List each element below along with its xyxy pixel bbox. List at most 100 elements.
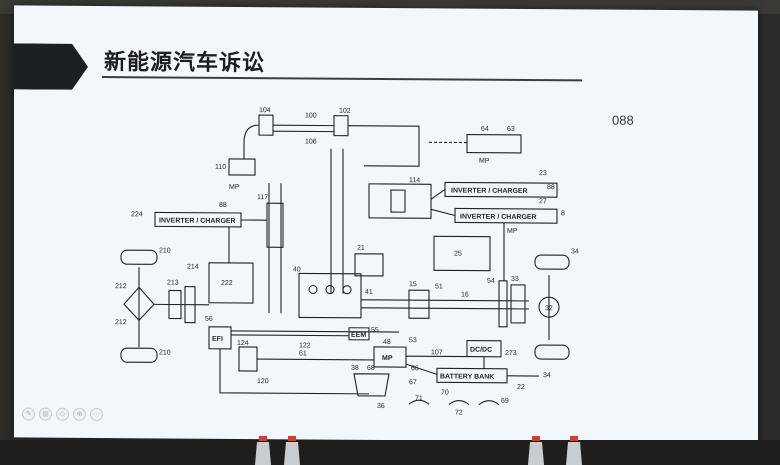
menu-icon[interactable]: ⋯ bbox=[90, 407, 103, 422]
ref-number: 124 bbox=[237, 340, 249, 347]
ref-number: MP bbox=[479, 158, 490, 165]
motor-222-box bbox=[208, 262, 254, 304]
ref-number: 69 bbox=[501, 398, 509, 405]
ref-number: 273 bbox=[505, 350, 517, 357]
differential-32 bbox=[538, 296, 560, 318]
label-efi: EFI bbox=[212, 336, 223, 343]
ref-number: 53 bbox=[409, 337, 417, 344]
patent-schematic-diagram: INVERTER / CHARGER INVERTER / CHARGER IN… bbox=[115, 107, 579, 416]
ref-number: 25 bbox=[454, 250, 462, 257]
ref-number: 63 bbox=[507, 126, 515, 133]
transmission-15 bbox=[408, 289, 430, 319]
ref-number: 102 bbox=[339, 108, 351, 115]
label-inverter-left: INVERTER / CHARGER bbox=[159, 217, 236, 225]
ref-number: 212 bbox=[115, 319, 127, 326]
gear-213 bbox=[168, 289, 182, 320]
ref-number: 122 bbox=[299, 342, 311, 349]
gear-33 bbox=[510, 284, 526, 324]
water-bottle-icon bbox=[566, 436, 582, 465]
ref-number: MP bbox=[229, 184, 240, 191]
ref-number: 33 bbox=[511, 276, 519, 283]
ref-number: 8 bbox=[561, 210, 565, 217]
tank-36 bbox=[353, 373, 390, 397]
ref-number: 32 bbox=[545, 305, 553, 312]
highlighter-icon[interactable]: ▤ bbox=[39, 407, 52, 421]
component-124 bbox=[238, 346, 258, 372]
wheel-210-bottom bbox=[120, 347, 158, 363]
title-underline bbox=[102, 76, 582, 82]
ref-number: 27 bbox=[539, 198, 547, 205]
ref-number: 36 bbox=[377, 403, 385, 410]
ref-number: 21 bbox=[357, 245, 365, 252]
label-dc-dc: DC/DC bbox=[470, 347, 492, 354]
ref-number: 210 bbox=[159, 349, 171, 356]
ref-number: 214 bbox=[187, 264, 199, 271]
water-bottle-icon bbox=[284, 436, 300, 465]
ref-number: 100 bbox=[305, 112, 317, 119]
ref-number: 56 bbox=[205, 316, 213, 323]
ref-number: 88 bbox=[547, 184, 555, 191]
eraser-icon[interactable]: ◇ bbox=[56, 407, 69, 421]
motor-21-box bbox=[354, 253, 384, 277]
room-background-bottom bbox=[0, 440, 780, 465]
ref-number: 114 bbox=[409, 177, 420, 184]
presentation-slide: 新能源汽车诉讼 088 bbox=[14, 5, 758, 443]
valve-assembly-114 bbox=[368, 183, 432, 219]
ref-number: 71 bbox=[415, 395, 423, 402]
wheel-210-top bbox=[120, 249, 158, 265]
ref-number: 213 bbox=[167, 279, 179, 286]
ref-number: 22 bbox=[517, 384, 525, 391]
ref-number: 222 bbox=[221, 280, 233, 287]
wheel-34-top bbox=[534, 254, 570, 270]
ref-number: 23 bbox=[539, 170, 547, 177]
ref-number: 55 bbox=[371, 327, 379, 334]
ref-number: 54 bbox=[487, 278, 495, 285]
turbo-compressor-wheel bbox=[258, 114, 274, 136]
ref-number: 67 bbox=[409, 379, 417, 386]
label-eem: EEM bbox=[351, 332, 366, 339]
slide-annotation-toolbar: ✎ ▤ ◇ ⊕ ⋯ bbox=[22, 407, 103, 422]
battery-25-box bbox=[433, 235, 491, 272]
ref-number: 68 bbox=[367, 365, 375, 372]
ref-number: 106 bbox=[305, 138, 317, 145]
ref-number: 70 bbox=[441, 389, 449, 396]
ref-number: 51 bbox=[435, 283, 443, 290]
slide-title: 新能源汽车诉讼 bbox=[104, 50, 266, 77]
eem-box bbox=[348, 327, 370, 341]
zoom-icon[interactable]: ⊕ bbox=[73, 407, 86, 421]
mp-box bbox=[373, 346, 407, 368]
label-inverter-right: INVERTER / CHARGER bbox=[460, 214, 537, 222]
ref-number: 110 bbox=[215, 164, 226, 171]
front-differential bbox=[123, 286, 155, 322]
ref-number: 88 bbox=[219, 202, 227, 209]
intake-heater-117 bbox=[266, 202, 284, 248]
ref-number: 117 bbox=[257, 194, 268, 201]
ref-number: 212 bbox=[115, 283, 127, 290]
ref-number: 120 bbox=[257, 378, 269, 385]
ref-number: 66 bbox=[411, 365, 419, 372]
title-chevron-shape bbox=[14, 43, 88, 90]
ref-number: 210 bbox=[159, 247, 171, 254]
ref-number: 61 bbox=[299, 350, 307, 357]
ref-number: 224 bbox=[131, 211, 143, 218]
ref-number: 107 bbox=[431, 349, 443, 356]
label-mp: MP bbox=[382, 355, 393, 362]
ref-number: 34 bbox=[571, 248, 579, 255]
intercooler-110 bbox=[228, 158, 256, 176]
label-inverter-top-right: INVERTER / CHARGER bbox=[451, 187, 528, 195]
ref-number: 48 bbox=[383, 339, 391, 346]
gear-214 bbox=[184, 286, 196, 324]
component-64-box bbox=[466, 134, 522, 154]
gear-54 bbox=[498, 280, 508, 328]
ref-number: MP bbox=[507, 228, 518, 235]
ref-number: 16 bbox=[461, 292, 469, 299]
ref-number: 72 bbox=[455, 409, 463, 416]
ref-number: 34 bbox=[543, 372, 551, 379]
turbo-turbine-wheel bbox=[333, 115, 349, 137]
engine-block-40 bbox=[298, 272, 362, 319]
pen-icon[interactable]: ✎ bbox=[22, 407, 35, 421]
ref-number: 64 bbox=[481, 126, 489, 133]
ref-number: 38 bbox=[351, 365, 359, 372]
water-bottle-icon bbox=[255, 436, 271, 465]
wheel-34-bottom bbox=[534, 344, 570, 360]
